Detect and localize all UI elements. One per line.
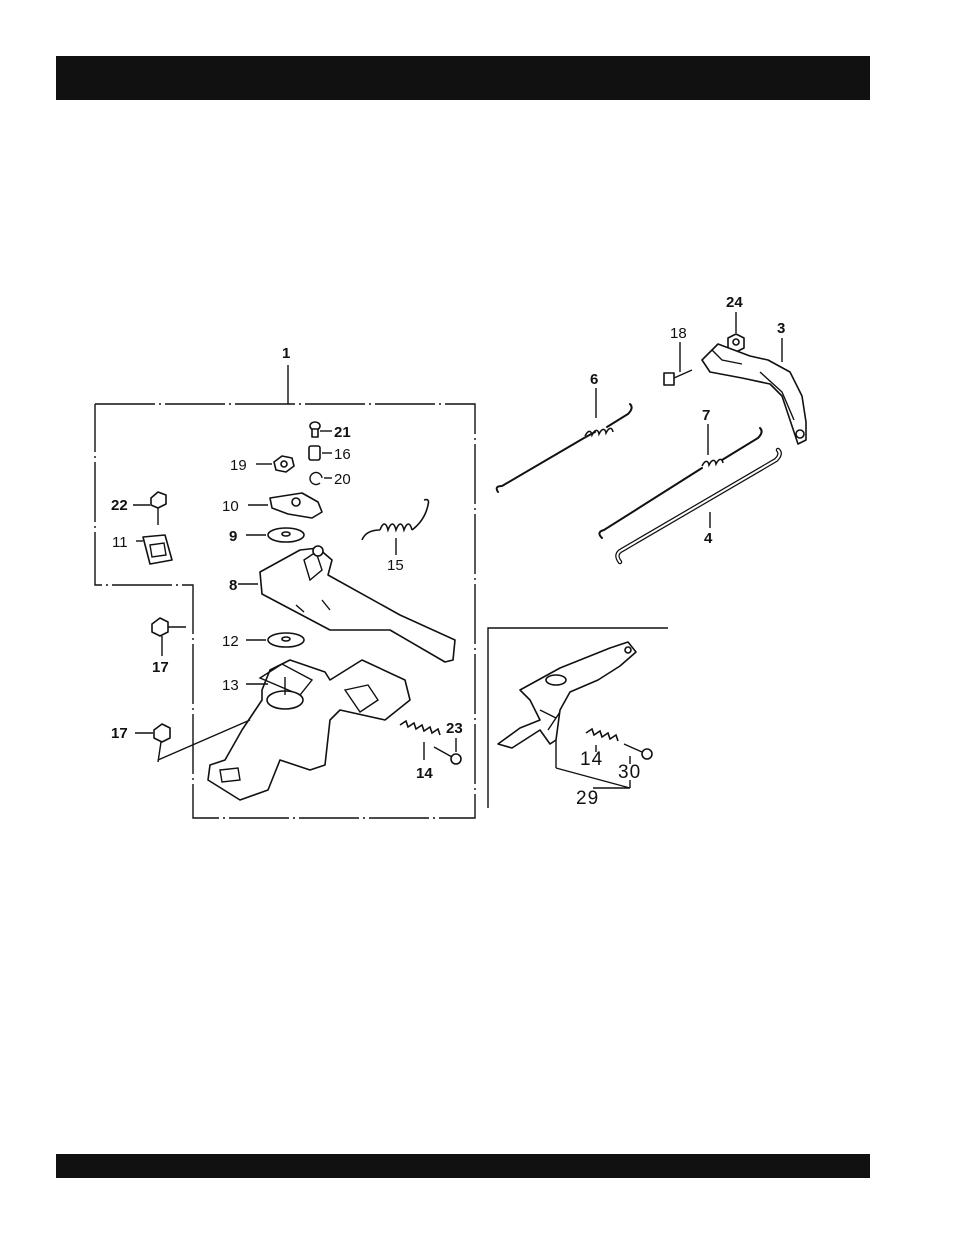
callout-18: 18 bbox=[670, 325, 687, 342]
part-6-governor-spring bbox=[497, 388, 632, 492]
part-30-screw bbox=[624, 744, 652, 764]
callout-9: 9 bbox=[229, 528, 237, 545]
callout-23: 23 bbox=[446, 720, 463, 737]
part-11-bracket bbox=[136, 535, 172, 564]
part-18-bolt bbox=[664, 342, 692, 385]
callout-1: 1 bbox=[282, 345, 290, 362]
callout-19: 19 bbox=[230, 457, 247, 474]
part-22-bolt bbox=[133, 492, 166, 525]
callout-21: 21 bbox=[334, 424, 351, 441]
callout-3: 3 bbox=[777, 320, 785, 337]
part-16-collar bbox=[309, 446, 332, 460]
callout-8: 8 bbox=[229, 577, 237, 594]
callout-17a: 17 bbox=[152, 659, 169, 676]
callout-29: 29 bbox=[576, 788, 599, 809]
callout-15: 15 bbox=[387, 557, 404, 574]
callout-10: 10 bbox=[222, 498, 239, 515]
part-29-bracket-assembly bbox=[498, 642, 636, 768]
part-23-screw bbox=[434, 738, 461, 764]
part-3-throttle-lever bbox=[702, 338, 806, 444]
callout-4: 4 bbox=[704, 530, 713, 547]
part-10-plate bbox=[248, 493, 322, 518]
callout-22: 22 bbox=[111, 497, 128, 514]
part-12-washer bbox=[246, 633, 304, 647]
part-21-screw bbox=[310, 422, 332, 437]
part-14-spring bbox=[400, 721, 440, 760]
callout-17b: 17 bbox=[111, 725, 128, 742]
part-17a-bolt bbox=[152, 618, 186, 656]
part-19-nut bbox=[256, 456, 294, 472]
callout-14: 14 bbox=[416, 765, 433, 782]
callout-13: 13 bbox=[222, 677, 239, 694]
callout-12: 12 bbox=[222, 633, 239, 650]
part-8-control-arm bbox=[238, 546, 455, 662]
callout-6: 6 bbox=[590, 371, 598, 388]
callout-24: 24 bbox=[726, 294, 743, 311]
callout-20: 20 bbox=[334, 471, 351, 488]
part-17b-bolt bbox=[135, 724, 170, 762]
part-15-spring bbox=[362, 500, 429, 555]
part-24-nut bbox=[728, 312, 744, 352]
part-20-clip bbox=[310, 473, 332, 485]
part-9-washer bbox=[246, 528, 304, 542]
callout-11: 11 bbox=[112, 534, 128, 551]
callout-7: 7 bbox=[702, 407, 710, 424]
callout-14b: 14 bbox=[580, 749, 603, 770]
callout-16: 16 bbox=[334, 446, 351, 463]
callout-30: 30 bbox=[618, 762, 641, 783]
